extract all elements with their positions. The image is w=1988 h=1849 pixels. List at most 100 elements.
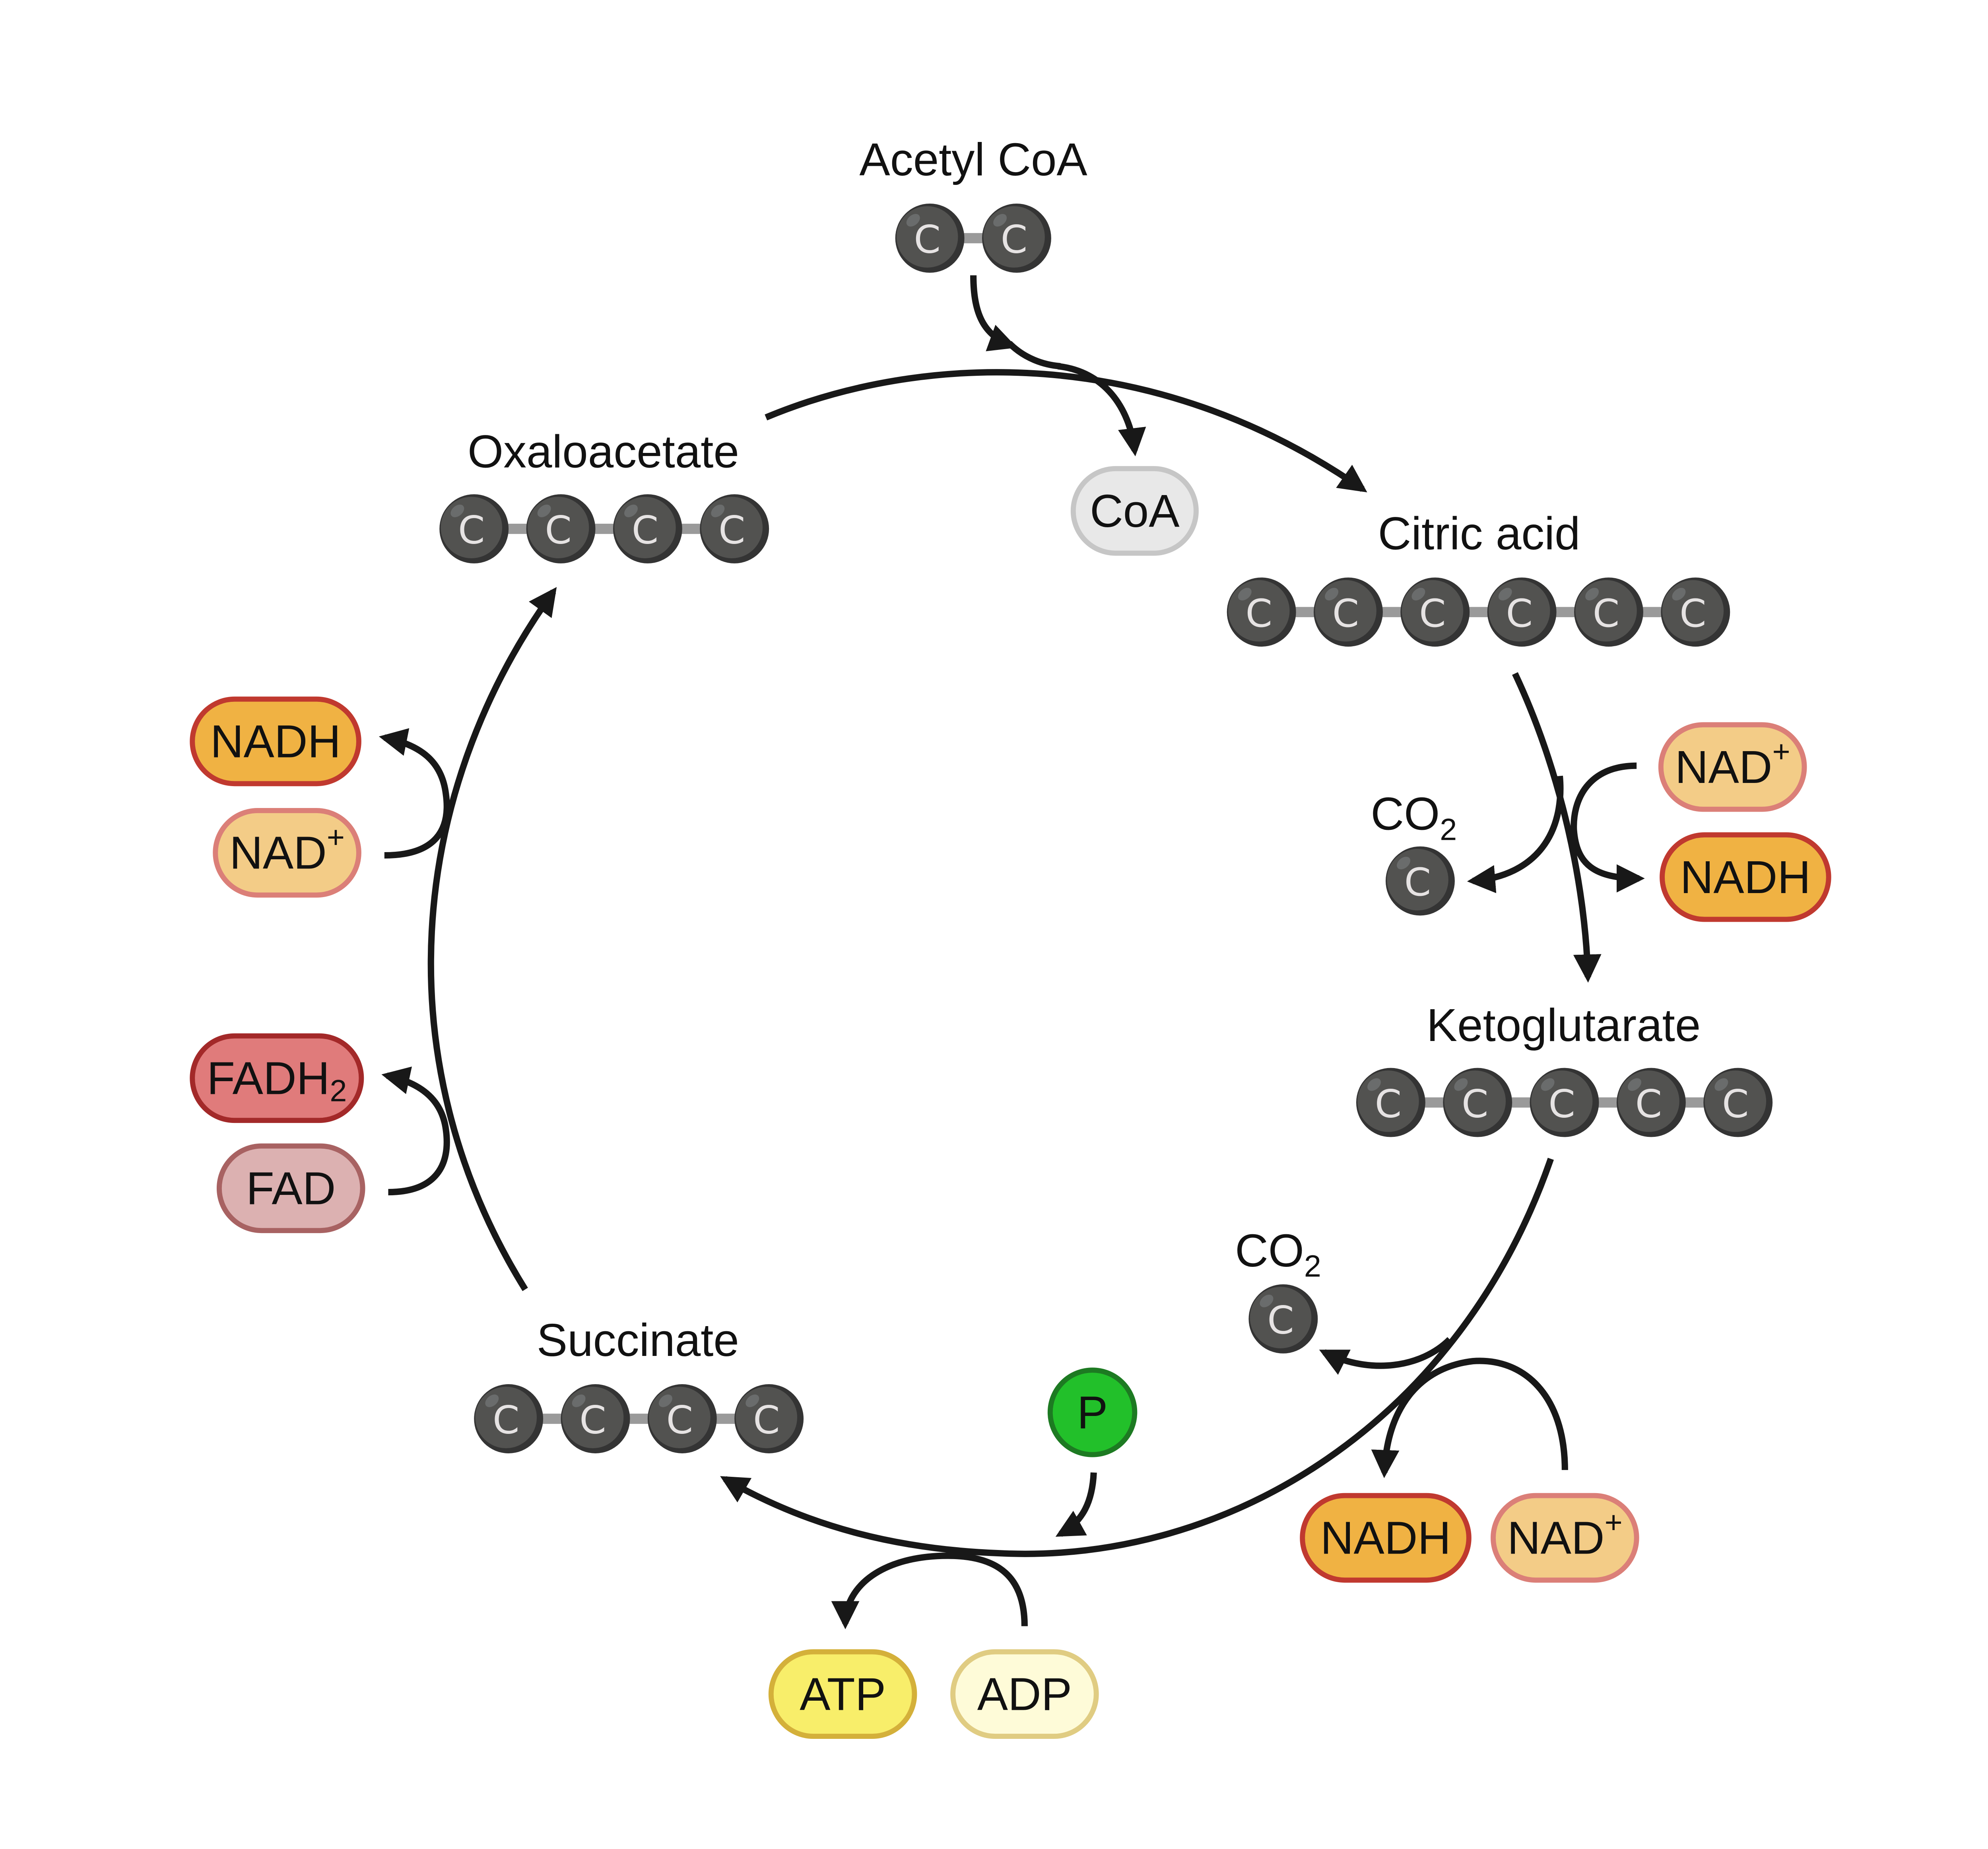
fad-badge: FAD: [216, 1143, 365, 1233]
co2-2-molecule: C: [1248, 1284, 1318, 1354]
oxaloacetate-label: Oxaloacetate: [468, 425, 739, 477]
atom-symbol: C: [1462, 1081, 1488, 1126]
atom-symbol: C: [632, 508, 658, 553]
nadh-1-label: NADH: [1680, 851, 1811, 903]
nadh-1-badge: NADH: [1660, 832, 1831, 922]
arrow-co2-release-1: [1467, 775, 1564, 893]
atom-symbol: C: [1001, 217, 1027, 262]
carbon-atom: C: [1574, 577, 1643, 647]
atom-symbol: C: [1506, 591, 1532, 636]
atom-symbol: C: [493, 1398, 519, 1443]
arrow-phosphate-in: [1055, 1472, 1097, 1537]
carbon-atom: C: [613, 494, 682, 563]
atp-label: ATP: [800, 1668, 886, 1720]
carbon-atom: C: [439, 494, 509, 563]
co2-label-1: CO2: [1371, 788, 1457, 847]
arrow-nad-to-nadh-1: [1571, 762, 1645, 893]
carbon-atom: C: [1703, 1068, 1773, 1137]
adp-label: ADP: [977, 1668, 1072, 1720]
arrow-acetyl-coa-join: [1007, 341, 1061, 370]
carbon-atom: C: [1356, 1068, 1425, 1137]
arrow-acetyl-coa-in: [970, 275, 1017, 352]
arrow-co2-release-2: [1319, 1337, 1452, 1375]
nad-plus-2-badge: NAD+: [1491, 1493, 1639, 1583]
atom-symbol: C: [1267, 1298, 1294, 1343]
nadh-2-badge: NADH: [1300, 1493, 1472, 1583]
nad-plus-2-label: NAD+: [1507, 1505, 1623, 1564]
carbon-atom: C: [1661, 577, 1730, 647]
carbon-atom: C: [1487, 577, 1557, 647]
carbon-atom: C: [1314, 577, 1383, 647]
atp-badge: ATP: [768, 1649, 917, 1739]
atom-symbol: C: [1593, 591, 1619, 636]
atom-symbol: C: [1679, 591, 1706, 636]
nad-plus-1-badge: NAD+: [1658, 722, 1807, 812]
arrow-nad-to-nadh-2: [1371, 1358, 1568, 1478]
atom-symbol: C: [914, 217, 940, 262]
carbon-atom: C: [474, 1384, 544, 1453]
carbon-atom: C: [982, 204, 1051, 273]
carbon-atom: C: [561, 1384, 630, 1453]
carbon-atom: C: [734, 1384, 804, 1453]
atom-symbol: C: [1375, 1081, 1402, 1126]
arrow-adp-to-atp: [831, 1552, 1028, 1630]
nad-plus-3-label: NAD+: [229, 820, 345, 879]
atom-symbol: C: [545, 508, 571, 553]
atom-symbol: C: [1245, 591, 1272, 636]
arrow-ketoglutarate-to-succinate: [720, 1158, 1554, 1557]
atom-symbol: C: [579, 1398, 606, 1443]
adp-badge: ADP: [950, 1649, 1099, 1739]
carbon-atom: C: [1227, 577, 1296, 647]
fadh2-badge: FADH2: [190, 1033, 364, 1123]
carbon-atom: C: [1248, 1284, 1318, 1354]
atom-symbol: C: [1635, 1081, 1662, 1126]
atom-symbol: C: [1404, 860, 1431, 905]
phosphate-badge: P: [1047, 1367, 1138, 1457]
citric-acid-label: Citric acid: [1378, 507, 1580, 559]
carbon-atom: C: [1616, 1068, 1686, 1137]
nadh-2-label: NADH: [1320, 1512, 1451, 1563]
atom-symbol: C: [753, 1398, 780, 1443]
nad-plus-1-label: NAD+: [1675, 734, 1790, 793]
coa-label: CoA: [1090, 485, 1180, 537]
co2-1-molecule: C: [1386, 846, 1455, 916]
arrow-succinate-to-oxaloacetate: [427, 587, 557, 1292]
carbon-atom: C: [895, 204, 965, 273]
atom-symbol: C: [1419, 591, 1446, 636]
arrow-coa-release: [1057, 363, 1146, 456]
co2-label-2: CO2: [1235, 1225, 1321, 1284]
phosphate-label: P: [1077, 1387, 1108, 1438]
atom-symbol: C: [1722, 1081, 1749, 1126]
carbon-atom: C: [1386, 846, 1455, 916]
coa-badge: CoA: [1070, 466, 1199, 556]
atom-symbol: C: [458, 508, 485, 553]
carbon-atom: C: [1443, 1068, 1512, 1137]
arrow-fad-to-fadh2: [381, 1066, 450, 1196]
nad-plus-3-badge: NAD+: [213, 808, 361, 898]
fad-label: FAD: [246, 1162, 336, 1214]
arrow-citric-acid-to-ketoglutarate: [1512, 672, 1602, 983]
arrow-oxaloacetate-to-citric-acid: [765, 369, 1367, 493]
arrow-nad-to-nadh-3: [379, 728, 450, 859]
nadh-3-label: NADH: [210, 716, 341, 767]
arrows: [379, 275, 1645, 1630]
atom-symbol: C: [1332, 591, 1359, 636]
carbon-atom: C: [1530, 1068, 1599, 1137]
succinate-label: Succinate: [537, 1314, 739, 1366]
carbon-atom: C: [700, 494, 769, 563]
fadh2-label: FADH2: [207, 1052, 347, 1108]
carbon-atom: C: [647, 1384, 717, 1453]
acetyl-coa-label: Acetyl CoA: [859, 134, 1087, 185]
atom-symbol: C: [666, 1398, 693, 1443]
carbon-atom: C: [526, 494, 596, 563]
atom-symbol: C: [1548, 1081, 1575, 1126]
ketoglutarate-label: Ketoglutarate: [1427, 999, 1701, 1051]
